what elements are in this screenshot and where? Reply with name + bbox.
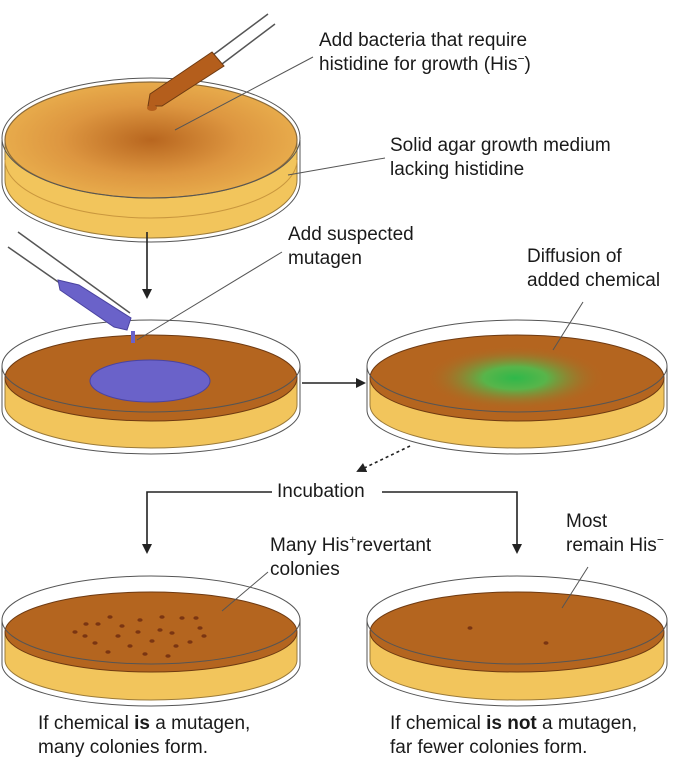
top-petri-dish	[1, 77, 301, 243]
incubation-label: Incubation	[275, 480, 367, 504]
diffusion-label: Diffusion of added chemical	[527, 246, 661, 291]
colony	[159, 615, 165, 619]
leader-lines	[136, 56, 589, 612]
many-colonies-petri-dish	[1, 575, 301, 707]
left-caption: If chemical is a mutagen, many colonies …	[38, 713, 251, 758]
few-colonies-petri-dish	[366, 575, 668, 707]
colony	[173, 644, 179, 648]
incubation-left-branch	[142, 491, 272, 554]
colony	[119, 624, 125, 628]
colony	[169, 631, 175, 635]
diffusion-petri-dish	[366, 319, 668, 455]
mutagen-petri-dish	[1, 319, 301, 455]
colony	[187, 640, 193, 644]
revertant-colonies	[72, 615, 207, 658]
colony	[115, 634, 121, 638]
mutagen-pipette	[7, 231, 135, 343]
add-mutagen-label: Add suspected mutagen	[288, 224, 414, 269]
colony	[179, 616, 185, 620]
colony	[157, 628, 163, 632]
diagonal-arrow	[356, 445, 411, 473]
incubation-right-branch	[382, 491, 522, 554]
colony	[83, 622, 89, 626]
most-remain-label: Most remain His−	[566, 511, 664, 556]
colony	[95, 622, 101, 626]
right-caption: If chemical is not a mutagen, far fewer …	[390, 713, 638, 758]
flow-arrows	[142, 232, 522, 554]
colony	[107, 615, 113, 619]
mutagen-spot	[89, 359, 211, 403]
colony	[82, 634, 88, 638]
colony	[127, 644, 133, 648]
colony	[149, 639, 155, 643]
colony	[467, 626, 473, 630]
colony	[72, 630, 78, 634]
colony	[193, 616, 199, 620]
agar-medium-label: Solid agar growth medium lacking histidi…	[390, 135, 611, 180]
bacteria-pipette	[147, 13, 276, 111]
many-revertant-label: Many His+revertant colonies	[270, 532, 432, 580]
colony	[105, 650, 111, 654]
colony	[543, 641, 549, 645]
colony	[142, 652, 148, 656]
diffusion-zone	[425, 346, 605, 410]
colony	[135, 630, 141, 634]
add-bacteria-label: Add bacteria that require histidine for …	[319, 30, 531, 75]
colony	[201, 634, 207, 638]
colony	[92, 641, 98, 645]
colony	[165, 654, 171, 658]
colony	[197, 626, 203, 630]
colony	[137, 618, 143, 622]
